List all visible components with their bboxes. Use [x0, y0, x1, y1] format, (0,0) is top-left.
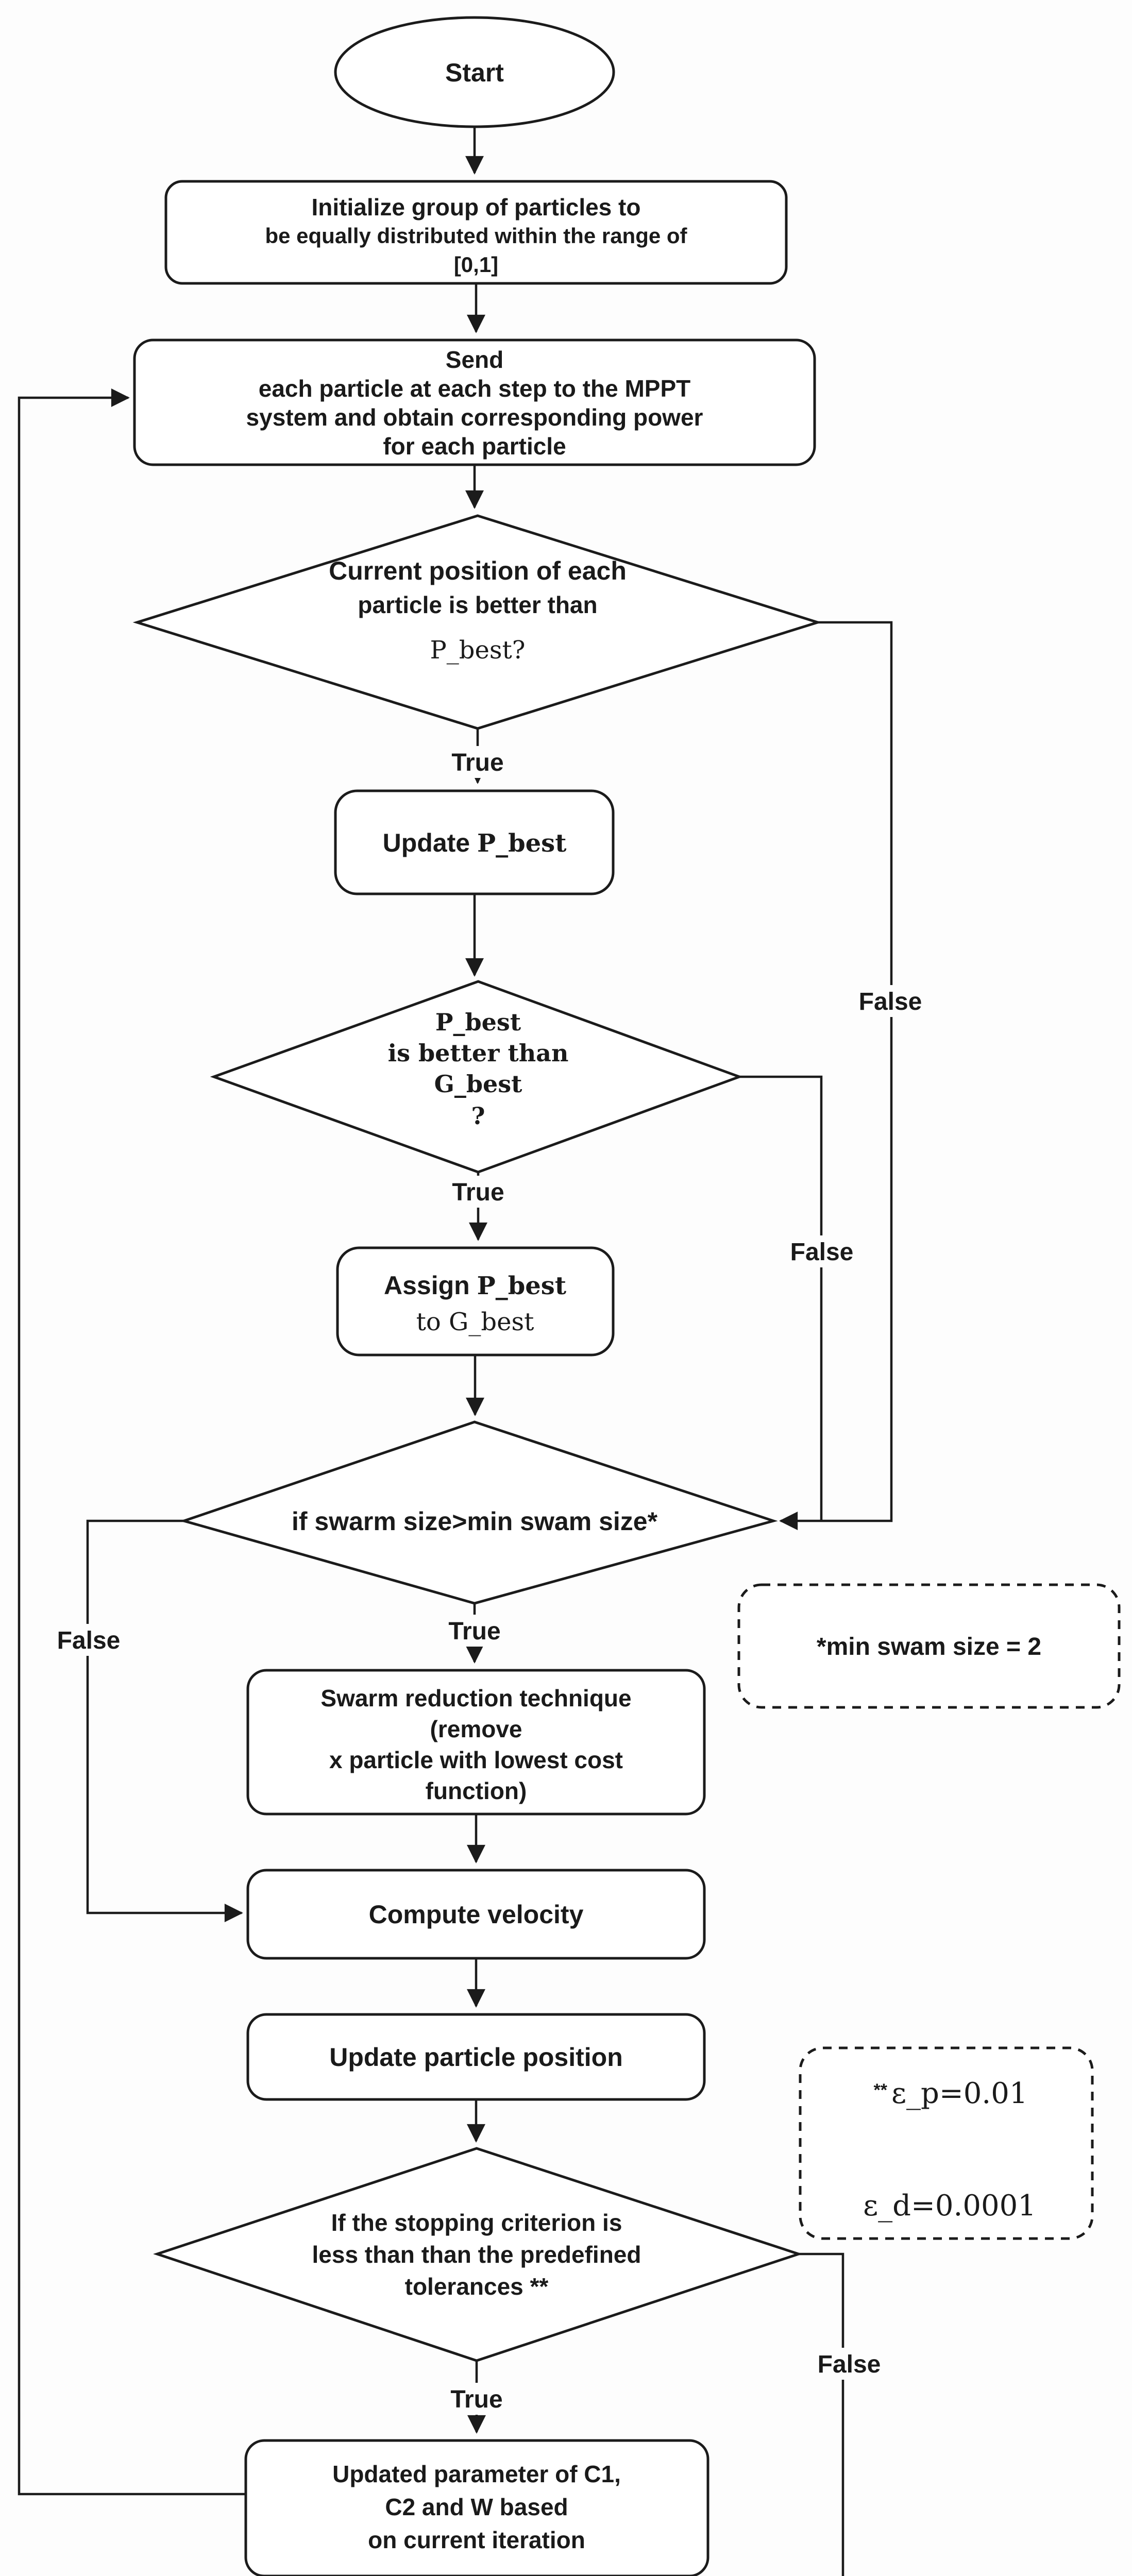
decision-swarm-node: if swarm size>min swam size*	[179, 1420, 778, 1605]
note-min-swarm-box	[737, 1583, 1121, 1709]
pbest-true-label: True	[451, 749, 503, 776]
swarm-false-label: False	[57, 1627, 121, 1654]
decision-gbest-node: P_best is better than G_best ?	[210, 980, 744, 1174]
edge-labels: True False True False True False True Fa…	[42, 746, 938, 2415]
decision-pbest-line1: Current position of each	[329, 556, 627, 585]
send-line2: each particle at each step to the MPPT	[259, 375, 690, 402]
send-line1: Send	[446, 346, 503, 373]
update-pbest-rect	[334, 789, 615, 895]
updated-params-line2: C2 and W based	[385, 2494, 568, 2520]
edge-swarm-false	[86, 1519, 243, 1922]
update-pbest-node: Update P_best	[334, 789, 615, 895]
compute-velocity-label: Compute velocity	[369, 1900, 584, 1929]
swarm-true-label: True	[448, 1618, 500, 1645]
decision-gbest-line1: P_best	[435, 1008, 521, 1036]
init-line1: Initialize group of particles to	[312, 194, 641, 221]
compute-velocity-node: Compute velocity	[246, 1869, 706, 1960]
note-min-swarm: *min swam size = 2	[737, 1583, 1121, 1709]
send-node: Send each particle at each step to the M…	[133, 338, 816, 466]
assign-term: P_best	[477, 1272, 566, 1300]
decision-stop-node: If the stopping criterion is less than t…	[153, 2147, 803, 2362]
note-tolerances: **ε_p=0.01 ε_d=0.0001	[799, 2046, 1094, 2240]
updated-params-node: Updated parameter of C1, C2 and W based …	[244, 2439, 709, 2576]
start-ellipse	[334, 16, 615, 128]
label-bg	[845, 985, 938, 1017]
stop-true-label: True	[450, 2386, 502, 2413]
decision-stop-line2: less than than the predefined	[312, 2241, 641, 2268]
label-bg	[776, 1235, 869, 1267]
note-tolerances-star: **	[874, 2080, 888, 2100]
swarm-reduction-line1: Swarm reduction technique	[320, 1685, 631, 1711]
init-line3: [0,1]	[454, 252, 498, 277]
label-bg	[42, 1624, 135, 1656]
note-tolerances-line1: **ε_p=0.01	[874, 2077, 1028, 2110]
decision-gbest-line2: is better than	[388, 1039, 569, 1067]
assign-gbest-line2: to G_best	[416, 1308, 534, 1336]
update-pbest-label: Update P_best	[383, 828, 567, 858]
stop-false-label: False	[818, 2351, 881, 2378]
updated-params-rect	[244, 2439, 709, 2576]
edge-feedback-to-send	[18, 388, 246, 2496]
compute-velocity-rect	[246, 1869, 706, 1960]
label-bg	[440, 746, 516, 778]
label-bg	[440, 1176, 516, 1208]
note-min-swarm-text: *min swam size = 2	[817, 1633, 1041, 1660]
edge-stop-false	[799, 2252, 844, 2576]
pbest-false-label: False	[859, 988, 922, 1015]
decision-gbest-line4: ?	[471, 1102, 485, 1130]
start-node: Start	[334, 16, 615, 128]
swarm-reduction-line3: x particle with lowest cost	[329, 1747, 623, 1773]
decision-pbest-line3: P_best?	[430, 636, 525, 665]
update-pbest-prefix: Update	[383, 828, 477, 857]
edge-pbest-false	[779, 621, 893, 1530]
label-bg	[438, 2383, 515, 2415]
decision-pbest-node: Current position of each particle is bet…	[132, 514, 822, 730]
gbest-true-label: True	[452, 1179, 504, 1206]
decision-swarm-line1: if swarm size>min swam size*	[292, 1507, 658, 1536]
send-line4: for each particle	[383, 433, 566, 460]
swarm-reduction-line2: (remove	[430, 1716, 522, 1742]
note-tolerances-ep: ε_p=0.01	[891, 2077, 1027, 2110]
decision-stop-line3: tolerances **	[405, 2273, 549, 2300]
init-rect	[164, 180, 788, 285]
update-pbest-term: P_best	[477, 829, 566, 858]
update-position-label: Update particle position	[329, 2043, 623, 2072]
init-node: Initialize group of particles to be equa…	[164, 180, 788, 285]
decision-pbest-line2: particle is better than	[358, 591, 597, 618]
swarm-reduction-node: Swarm reduction technique (remove x part…	[246, 1669, 706, 1816]
decision-gbest-line3: G_best	[434, 1070, 523, 1098]
assign-gbest-node: Assign P_best to G_best	[336, 1246, 615, 1357]
gbest-false-label: False	[790, 1239, 854, 1266]
update-position-rect	[246, 2013, 706, 2101]
decision-pbest-diamond	[132, 514, 822, 730]
init-line2: be equally distributed within the range …	[265, 224, 687, 248]
start-label: Start	[445, 58, 504, 87]
label-bg	[803, 2348, 896, 2380]
decision-gbest-diamond	[210, 980, 744, 1174]
decision-stop-diamond	[153, 2147, 803, 2362]
send-line3: system and obtain corresponding power	[246, 404, 703, 431]
swarm-reduction-rect	[246, 1669, 706, 1816]
send-rect	[133, 338, 816, 466]
note-tolerances-box	[799, 2046, 1094, 2240]
edge-gbest-false	[739, 1075, 823, 1521]
swarm-reduction-line4: function)	[426, 1777, 527, 1804]
label-bg	[436, 1615, 513, 1647]
updated-params-line1: Updated parameter of C1,	[332, 2461, 621, 2487]
assign-gbest-rect	[336, 1246, 615, 1357]
assign-gbest-line1: Assign P_best	[384, 1271, 566, 1300]
assign-prefix: Assign	[384, 1271, 477, 1300]
decision-swarm-diamond	[179, 1420, 778, 1605]
update-position-node: Update particle position	[246, 2013, 706, 2101]
note-tolerances-line2: ε_d=0.0001	[863, 2189, 1036, 2223]
decision-stop-line1: If the stopping criterion is	[331, 2209, 622, 2236]
updated-params-line3: on current iteration	[368, 2527, 585, 2553]
